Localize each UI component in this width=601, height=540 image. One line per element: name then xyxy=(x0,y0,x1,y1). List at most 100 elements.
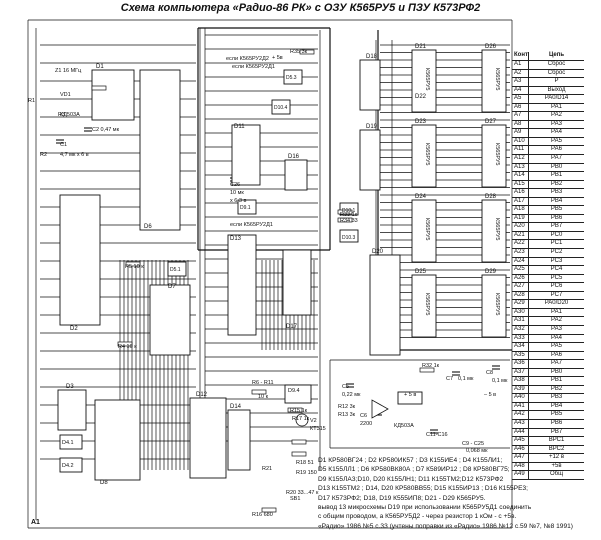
connector-pin: A31 xyxy=(514,317,525,324)
connector-pin: A38 xyxy=(514,377,525,384)
connector-signal: Сброс xyxy=(528,69,584,78)
connector-pin: A44 xyxy=(514,428,525,435)
chip-label: D12 xyxy=(196,392,208,398)
connector-signal: PB1 xyxy=(528,172,584,180)
connector-signal: Общ xyxy=(528,471,584,479)
connector-signal: PB7 xyxy=(528,223,584,231)
connector-signal: PB0 xyxy=(528,163,584,172)
connector-pin: A13 xyxy=(514,163,525,170)
connector-signal: PA5 xyxy=(528,137,584,146)
ram-chip-d23 xyxy=(411,124,437,188)
connector-signal: PB3 xyxy=(528,189,584,197)
label: C5 xyxy=(342,384,349,390)
connector-signal: PB7 xyxy=(528,428,584,437)
connector-pin: A42 xyxy=(514,411,525,418)
resistor-symbol xyxy=(125,261,141,267)
connector-pin: A36 xyxy=(514,360,525,367)
connector-signal: PA6 xyxy=(528,146,584,155)
sheet-mark: А1 xyxy=(31,519,40,526)
connector-pin: A45 xyxy=(514,437,525,444)
component-legend: D1 КР580ВГ24 ; D2 КР580ИК57 ; D3 К155ИЕ4… xyxy=(318,456,598,531)
legend-line: D13 К155ТМ2 ; D14, D20 КР580ВВ55; D15 К1… xyxy=(318,485,528,493)
connector-pin: A8 xyxy=(514,120,522,127)
connector-pin: A16 xyxy=(514,189,525,196)
chip-label: D14 xyxy=(230,404,242,410)
chip-label: D10.3 xyxy=(342,235,356,241)
connector-pin: A14 xyxy=(514,172,525,179)
connector-pin: A1 xyxy=(514,61,522,67)
resistor-symbol xyxy=(337,217,353,223)
chip-d7 xyxy=(149,284,191,356)
connector-signal: Сброс xyxy=(528,61,584,69)
connector-signal: PC1 xyxy=(528,240,584,249)
connector-signal: ВРС1 xyxy=(528,437,584,445)
chip-label: D28 xyxy=(485,194,497,200)
legend-line: вывод 13 микросхемы D19 при использовани… xyxy=(318,504,532,512)
connector-signal: PC6 xyxy=(528,283,584,291)
gate-d10-3 xyxy=(339,229,359,243)
connector-pin: A25 xyxy=(514,266,525,273)
chip-label: D23 xyxy=(415,119,427,125)
label: КД503А xyxy=(394,423,414,429)
label: C2 0,47 мк xyxy=(92,127,120,133)
label: если К565РУ2Д2 xyxy=(226,56,269,62)
label: – 5 в xyxy=(484,392,496,398)
connector-pin: A48 xyxy=(514,462,525,469)
legend-line: D5 К155ЛЛ1 ; D6 КР580ВК80А ; D7 К589ИР12… xyxy=(318,466,510,474)
ram-chip-d21 xyxy=(411,49,437,113)
resistor-symbol xyxy=(117,341,133,347)
connector-signal: PC4 xyxy=(528,266,584,274)
transistor-symbol xyxy=(295,413,309,427)
connector-pin: A4 xyxy=(514,86,522,93)
chip-label: D5.1 xyxy=(170,267,181,273)
ram-chip-d26 xyxy=(481,49,507,113)
label: V2 xyxy=(310,418,317,424)
connector-signal: PA3 xyxy=(528,325,584,334)
connector-pin: A39 xyxy=(514,385,525,392)
label: + 5в xyxy=(272,55,283,61)
label: 0,1 мк xyxy=(458,376,474,382)
connector-signal: PA7 xyxy=(528,360,584,368)
connector-pin: A46 xyxy=(514,445,525,452)
connector-row: A47+12 в xyxy=(512,454,584,463)
gate-d9-1 xyxy=(237,199,257,215)
label: если К565РУ2Д1 xyxy=(232,64,275,70)
chip-label: D10.1 xyxy=(342,208,356,214)
connector-pin: A15 xyxy=(514,180,525,187)
connector-pin: A12 xyxy=(514,155,525,162)
resistor-symbol xyxy=(419,367,435,373)
label: R12 3к xyxy=(338,404,356,410)
connector-pin: A17 xyxy=(514,197,525,204)
chip-label: D5.3 xyxy=(286,75,297,81)
chip-d4-1 xyxy=(59,434,83,450)
connector-pin: A5 xyxy=(514,95,522,102)
connector-signal: PA2 xyxy=(528,112,584,120)
connector-row: A4 Выход xyxy=(512,86,584,96)
connector-signal: Выход xyxy=(528,86,584,95)
connector-pin: A19 xyxy=(514,214,525,221)
connector-signal: PA0/D14 xyxy=(528,95,584,103)
connector-row: A1 Сброс xyxy=(512,61,584,70)
label: C11-C16 xyxy=(426,432,448,438)
ram-chip-d27 xyxy=(481,124,507,188)
chip-d4-2 xyxy=(59,457,83,473)
chip-d8 xyxy=(94,399,141,481)
